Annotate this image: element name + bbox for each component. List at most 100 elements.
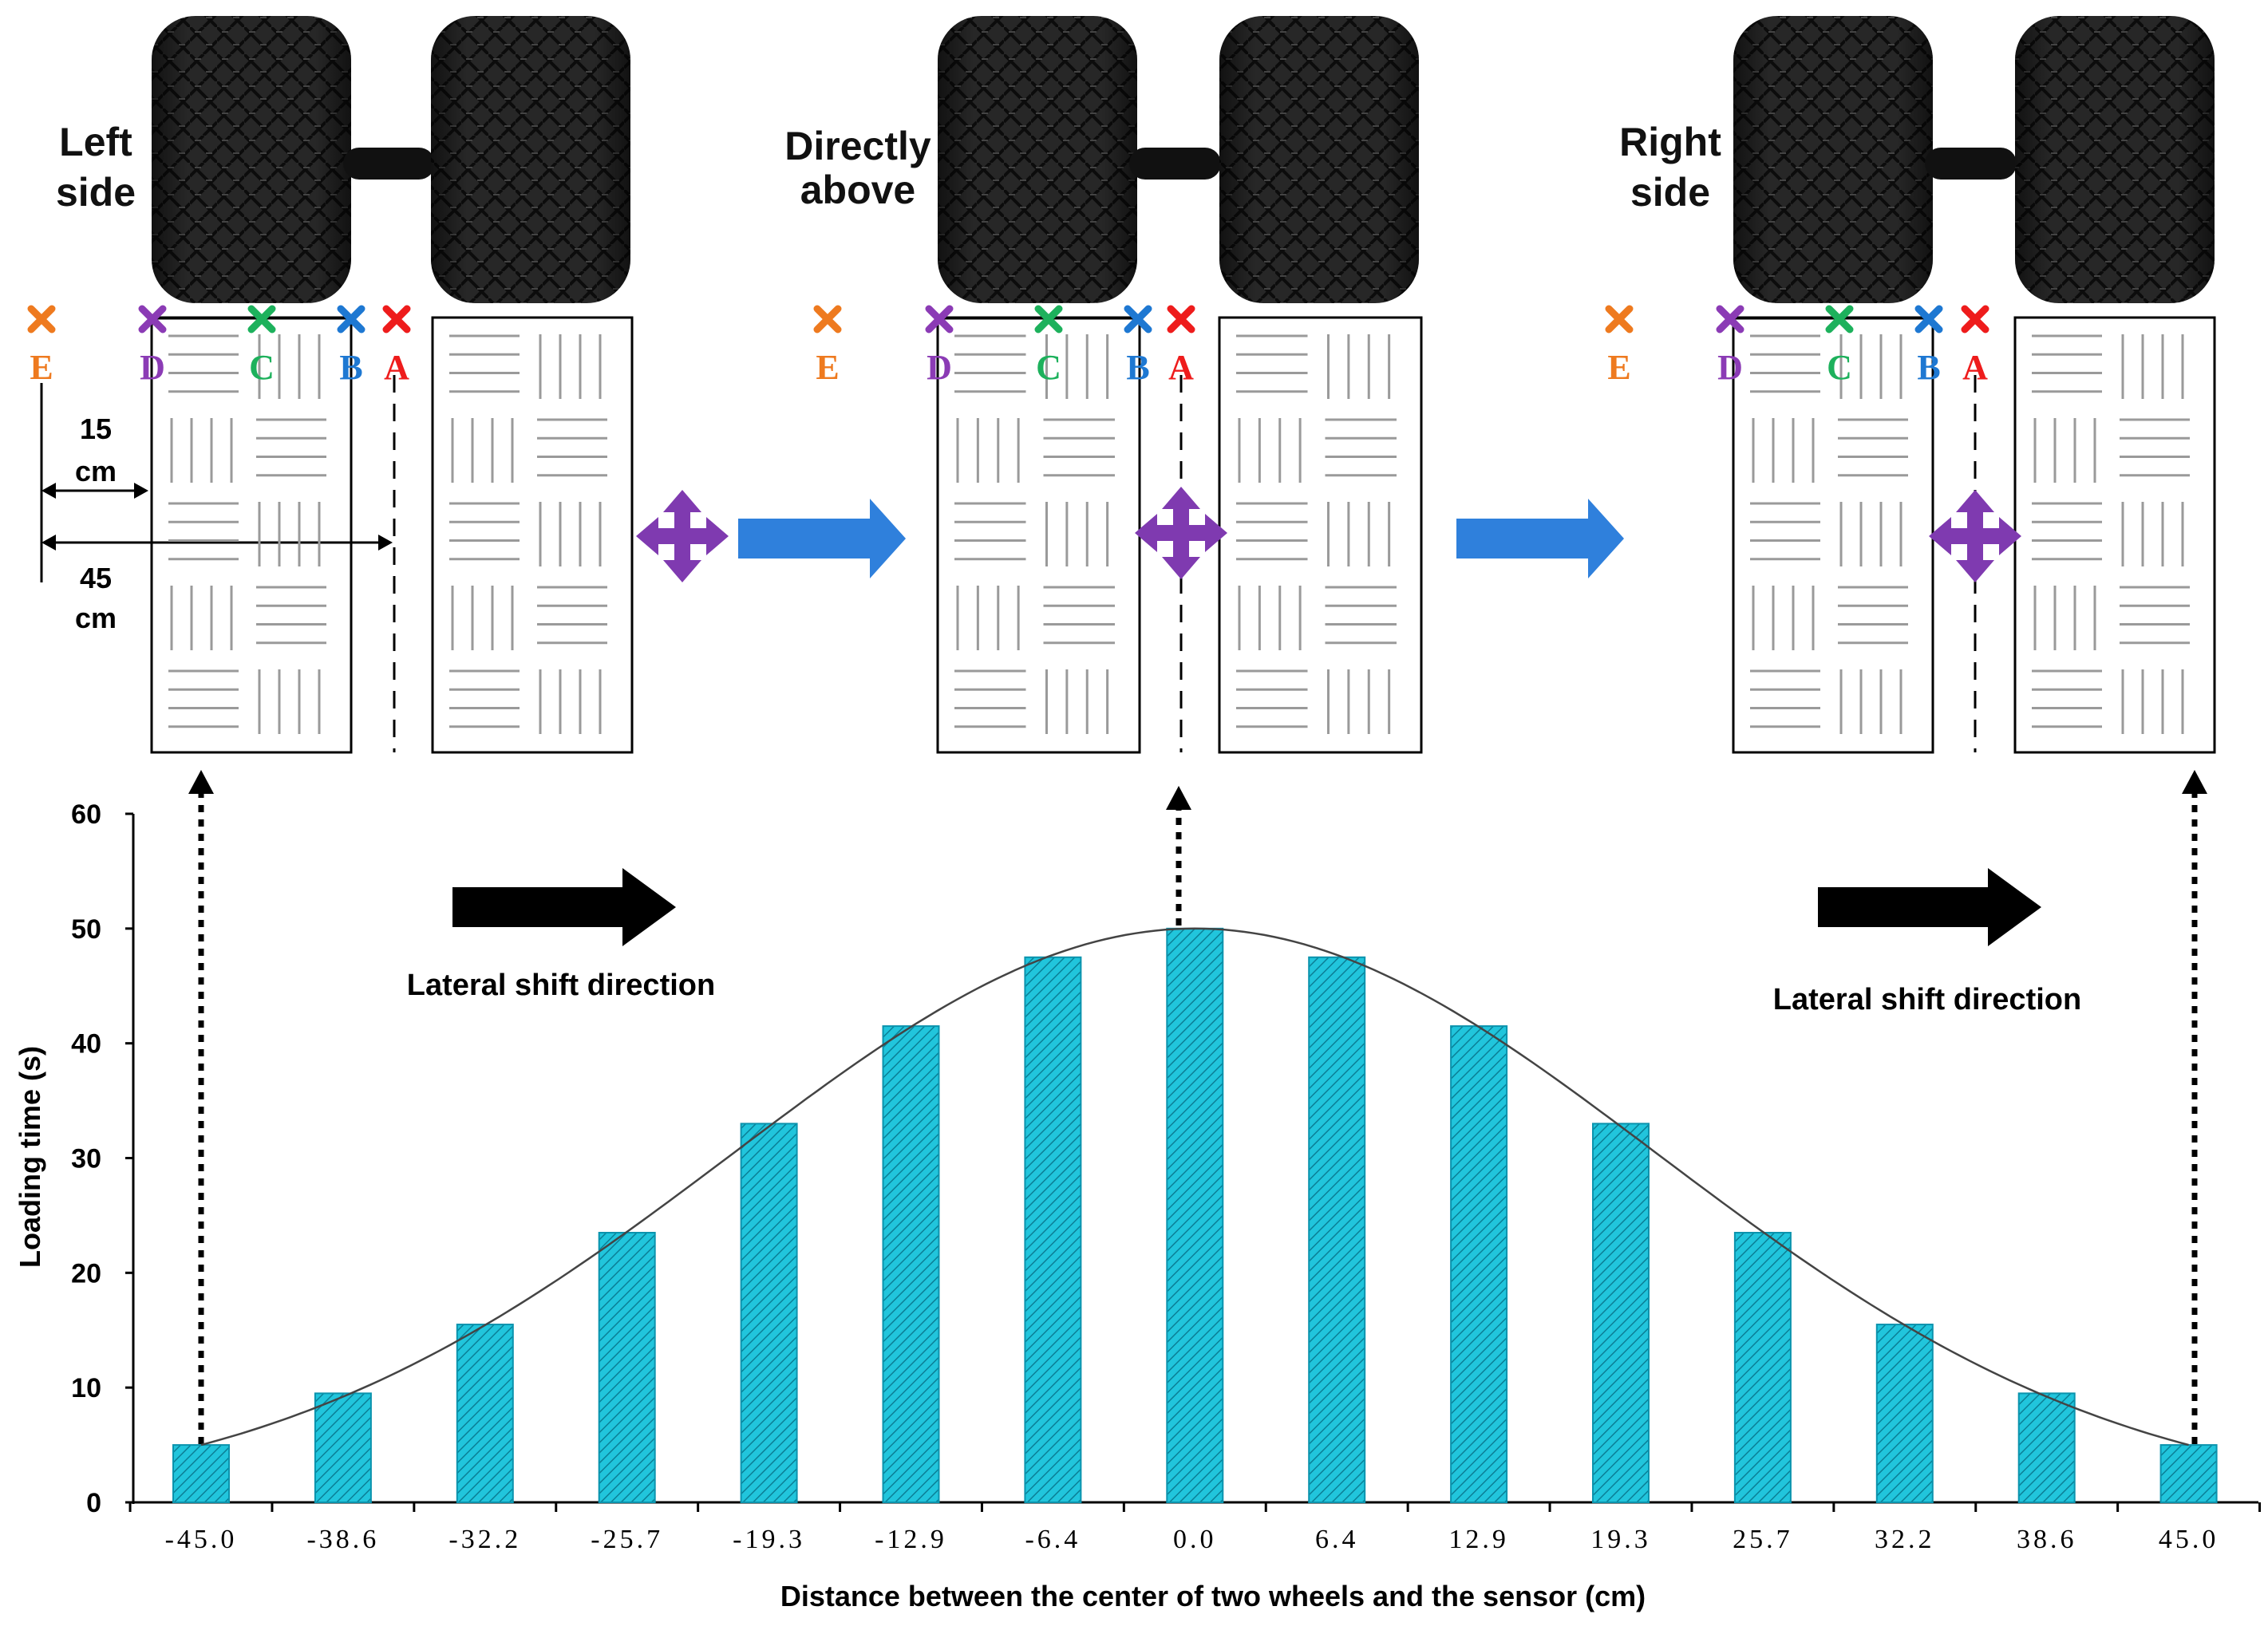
dim-long-value: 45: [80, 562, 112, 594]
mark-x-icon: [1825, 305, 1854, 333]
tire-icon: [938, 16, 1137, 303]
link-arrow-center: [1166, 786, 1191, 926]
bar: [882, 1025, 940, 1503]
point-label: E: [30, 348, 53, 387]
footprint-tread: [449, 334, 607, 734]
x-tick-label: 6.4: [1315, 1525, 1359, 1554]
y-tick-label: 20: [71, 1258, 101, 1289]
mark-x-icon: [247, 305, 276, 333]
bar: [172, 1444, 230, 1504]
footprint-tread: [2032, 334, 2190, 734]
move-bar-v: [1173, 499, 1189, 566]
link-arrow-left: [188, 770, 214, 1444]
bar: [1733, 1231, 1792, 1504]
mark-x-icon: [138, 305, 167, 333]
point-label: C: [1036, 348, 1061, 387]
panel-label-line1: Right: [1619, 120, 1721, 164]
x-tick-label: -25.7: [591, 1525, 663, 1554]
point-label: B: [1126, 348, 1149, 387]
y-axis-title: Loading time (s): [14, 1046, 46, 1268]
mark-x-shape: [813, 305, 842, 333]
x-tick-label: 0.0: [1173, 1525, 1217, 1554]
footprint-tread: [1750, 334, 1908, 734]
panel-right: Right side: [1619, 16, 2216, 754]
panel-label-line1: Left: [59, 120, 132, 164]
panel-center: Directly above: [784, 16, 1423, 754]
tire-footprint: [1732, 316, 1934, 754]
direction-label-left: Lateral shift direction: [407, 969, 715, 1002]
move-arrowheads: [636, 490, 729, 582]
mark-x-shape: [1716, 305, 1744, 333]
move-cross-icon: [1929, 490, 2021, 582]
panel-left: Left side: [56, 16, 634, 754]
tire-icon: [1219, 16, 1419, 303]
point-label: B: [339, 348, 362, 387]
mark-x-shape: [27, 305, 56, 333]
point-label: D: [1717, 348, 1743, 387]
bar: [314, 1392, 372, 1503]
mark-x-icon: [813, 305, 842, 333]
mark-x-shape: [247, 305, 276, 333]
mark-x-icon: [925, 305, 954, 333]
bar: [1024, 956, 1082, 1503]
mark-x-shape: [1961, 305, 1989, 333]
dimension-annotation: 15 cm 45 cm: [40, 383, 393, 634]
x-tick-label: 45.0: [2159, 1525, 2219, 1554]
mark-x-icon: [1961, 305, 1989, 333]
mark-x-icon: [27, 305, 56, 333]
x-tick-label: 12.9: [1448, 1525, 1509, 1554]
direction-arrow-right: [1818, 868, 2041, 946]
panel-label-line2: side: [56, 170, 136, 215]
x-tick-label: 19.3: [1590, 1525, 1651, 1554]
footprint-tread: [1236, 334, 1397, 734]
mark-x-shape: [1167, 305, 1195, 333]
axle-icon: [1925, 148, 2017, 180]
point-label: D: [140, 348, 165, 387]
direction-arrow-left: [452, 868, 676, 946]
x-tick-label: -6.4: [1025, 1525, 1081, 1554]
y-tick-label: 60: [71, 799, 101, 830]
mark-x-icon: [1914, 305, 1943, 333]
bar: [1592, 1123, 1650, 1503]
direction-label-right: Lateral shift direction: [1773, 983, 2081, 1016]
bar: [740, 1123, 798, 1503]
y-tick-label: 30: [71, 1144, 101, 1174]
x-tick-label: 38.6: [2017, 1525, 2077, 1554]
mark-x-shape: [1825, 305, 1854, 333]
tire-footprint: [1218, 316, 1423, 754]
panel-label-line1: Directly: [784, 124, 931, 168]
x-tick-label: -19.3: [733, 1525, 805, 1554]
mark-x-shape: [382, 305, 411, 333]
mark-x-icon: [382, 305, 411, 333]
move-arrowheads: [1135, 487, 1227, 579]
link-arrow-right: [2182, 770, 2207, 1444]
x-tick-label: -32.2: [448, 1525, 521, 1554]
tire-icon: [431, 16, 630, 303]
bar: [1308, 956, 1366, 1503]
point-label: C: [249, 348, 275, 387]
tire-footprint: [431, 316, 634, 754]
mark-x-shape: [138, 305, 167, 333]
panel-label-line2: above: [800, 168, 916, 212]
dim-long-unit: cm: [75, 602, 117, 634]
dim-short-value: 15: [80, 412, 112, 445]
move-arrowheads: [1929, 490, 2021, 582]
panel-label-line2: side: [1630, 170, 1710, 215]
tire-icon: [152, 16, 351, 303]
fit-curve: [200, 927, 2189, 1446]
point-label: A: [1168, 348, 1194, 387]
shift-arrow-icon: [1456, 499, 1624, 578]
point-label: E: [816, 348, 839, 387]
mark-x-icon: [1716, 305, 1744, 333]
tire-footprint: [150, 316, 353, 754]
bar-series: [172, 927, 2218, 1504]
mark-x-shape: [1605, 305, 1634, 333]
move-cross-icon: [1135, 487, 1227, 579]
y-tick-label: 40: [71, 1029, 101, 1060]
mark-x-shape: [1914, 305, 1943, 333]
footprint-tread: [954, 334, 1115, 734]
